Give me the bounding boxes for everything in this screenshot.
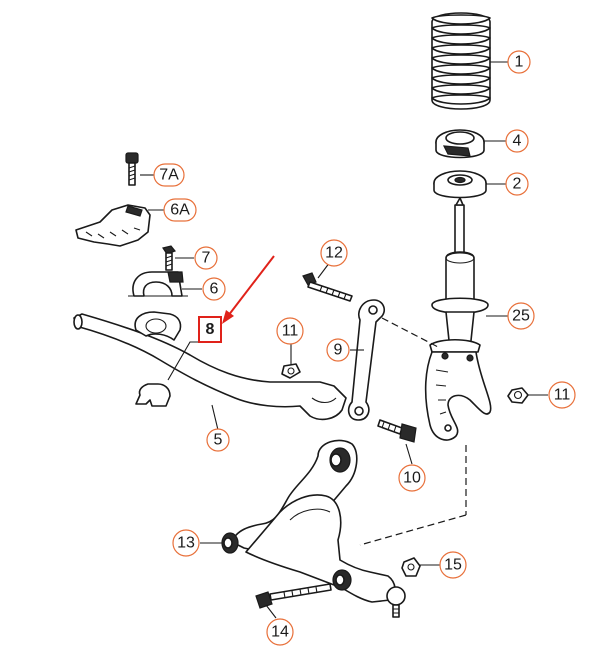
stabilizer-bar (73, 313, 347, 421)
stabilizer-bushing (134, 311, 182, 407)
callout-11-left-label: 11 (282, 323, 299, 340)
clamp-bolt (162, 245, 176, 271)
callout-15: 15 (439, 551, 467, 579)
spring-coil-turn (431, 74, 491, 85)
spring-coil-turn (431, 84, 491, 95)
callout-10: 10 (398, 464, 426, 492)
self-locking-nut-right (507, 387, 529, 404)
callout-14-label: 14 (271, 624, 289, 641)
callout-12: 12 (320, 239, 348, 267)
spring-coil-turn (431, 34, 491, 45)
strut-assembly (424, 197, 492, 441)
callout-12-label: 12 (325, 245, 343, 262)
stabilizer-bracket (75, 204, 151, 247)
callout-6-label: 6 (210, 281, 219, 298)
callout-11-right-label: 11 (554, 387, 571, 404)
callout-2: 2 (505, 172, 529, 196)
link-lower-bolt (377, 419, 417, 443)
control-arm-bolt (255, 583, 332, 609)
callout-7a: 7A (153, 163, 185, 187)
callout-6a-label: 6A (170, 202, 190, 219)
callout-13: 13 (172, 529, 200, 557)
spring-coil-turn (431, 14, 491, 25)
spring-coil-turn (431, 54, 491, 65)
callout-10-label: 10 (403, 470, 421, 487)
callout-7: 7 (194, 246, 218, 270)
callout-7-label: 7 (202, 250, 211, 267)
spring-coil-turn (431, 94, 491, 105)
bushing-clamp (128, 271, 188, 297)
callout-6a: 6A (163, 198, 197, 222)
callout-1: 1 (507, 50, 531, 74)
spring-coil-turn (431, 64, 491, 75)
callout-13-label: 13 (177, 535, 195, 552)
callout-4: 4 (505, 129, 529, 153)
callout-1-label: 1 (515, 54, 524, 71)
callout-11-right: 11 (548, 381, 576, 409)
ball-joint-centerline (359, 514, 467, 546)
callout-14: 14 (266, 618, 294, 646)
callout-11-left: 11 (276, 317, 304, 345)
bracket-bolt (125, 152, 139, 186)
callout-5: 5 (206, 428, 230, 452)
spring-coils (431, 14, 491, 105)
coil-spring (431, 12, 491, 110)
spring-isolator (433, 170, 487, 199)
spring-coil-turn (431, 24, 491, 35)
callout-9: 9 (326, 338, 350, 362)
callout-2-label: 2 (513, 176, 522, 193)
callout-4-label: 4 (513, 133, 522, 150)
self-locking-nut-left (281, 363, 301, 379)
callout-9-label: 9 (334, 342, 343, 359)
callout-7a-label: 7A (159, 167, 179, 184)
lower-control-arm (221, 439, 406, 618)
callout-15-label: 15 (444, 557, 462, 574)
callout-25: 25 (507, 302, 535, 330)
callout-25-label: 25 (512, 308, 530, 325)
callout-6: 6 (202, 277, 226, 301)
callout-layer: 1 4 2 7A 6A 12 7 6 (153, 50, 576, 646)
stabilizer-link (347, 299, 386, 421)
callout-5-label: 5 (214, 432, 223, 449)
callout-8-label: 8 (206, 321, 215, 338)
callout-8-highlighted: 8 (198, 316, 222, 343)
spring-coil-turn (431, 44, 491, 55)
red-pointer-arrow (222, 255, 275, 324)
ball-joint-nut (401, 557, 421, 577)
link-bolt (302, 272, 353, 302)
link-centerline (381, 317, 441, 349)
upper-spring-seat (435, 129, 485, 159)
